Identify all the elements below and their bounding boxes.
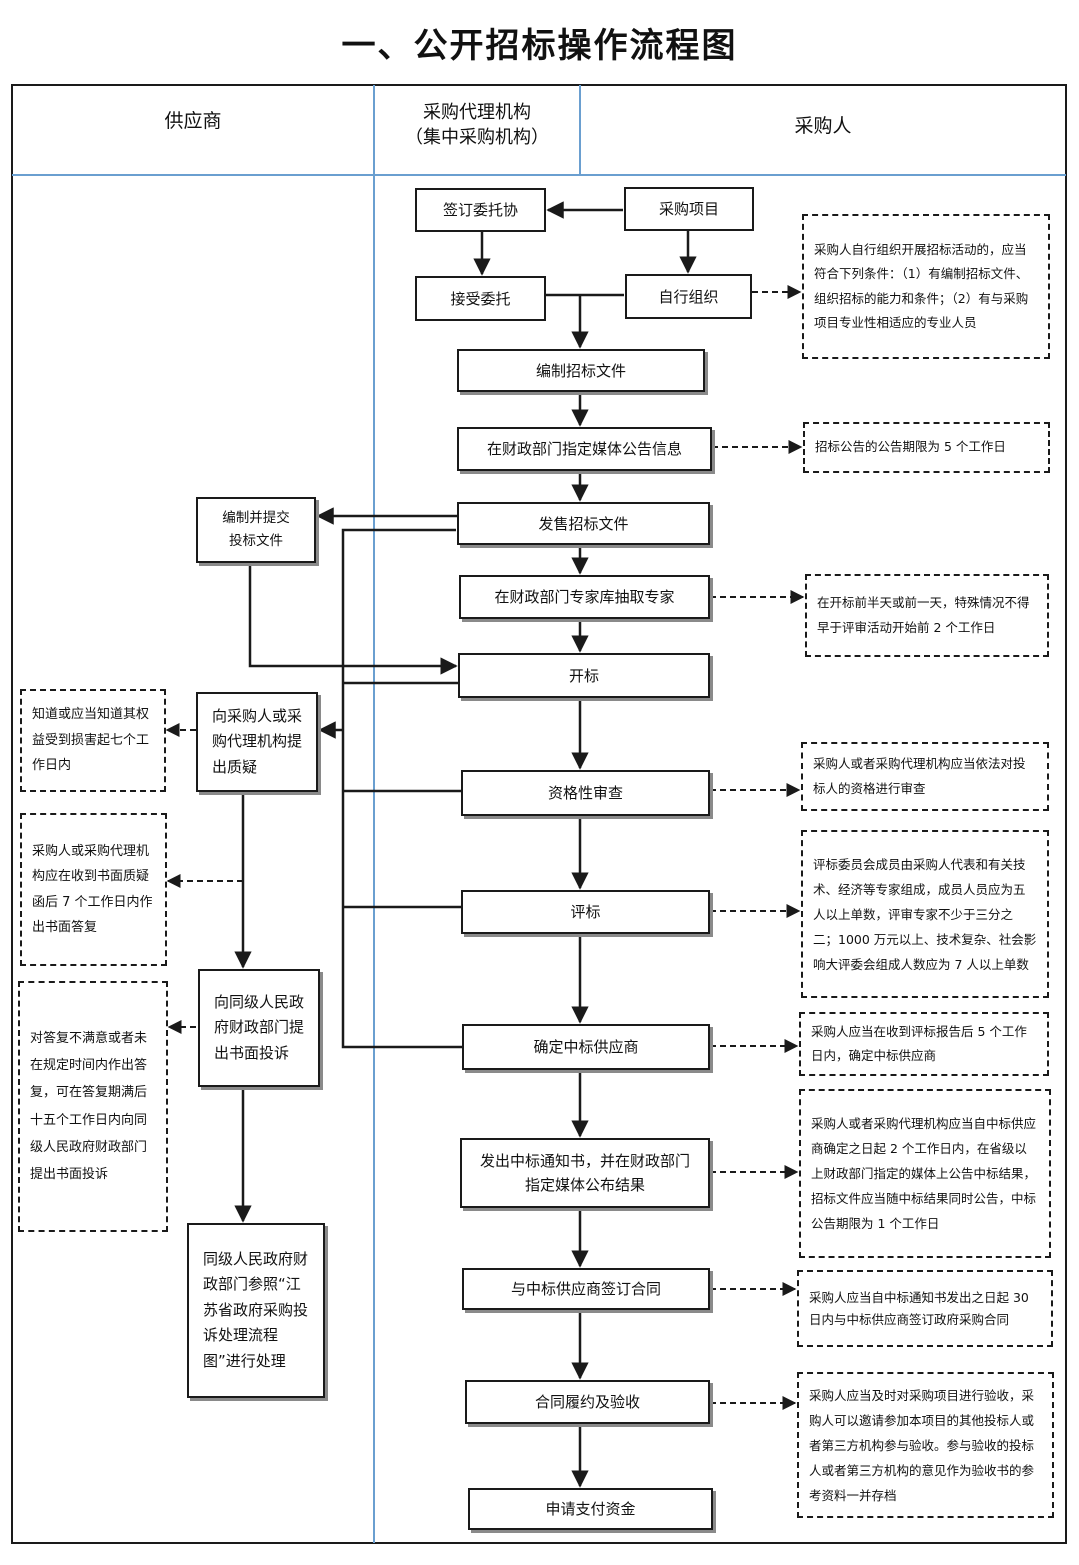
box-qualification: 资格性审查: [461, 770, 710, 816]
note-winner-deadline: 采购人应当在收到评标报告后 5 个工作日内，确定中标供应商: [799, 1012, 1049, 1076]
diagram-frame: [11, 84, 1067, 1544]
lane-agency: 采购代理机构 （集中采购机构）: [374, 100, 580, 150]
page-title: 一、公开招标操作流程图: [341, 26, 738, 66]
lane-purchaser: 采购人: [794, 115, 852, 137]
box-purchase-project: 采购项目: [624, 187, 754, 231]
lane-supplier: 供应商: [164, 110, 222, 132]
note-publish: 采购人或者采购代理机构应当自中标供应商确定之日起 2 个工作日内，在省级以上财政…: [799, 1089, 1051, 1258]
box-open-bid: 开标: [458, 653, 710, 698]
box-raise-query: 向采购人或采购代理机构提出质疑: [196, 692, 318, 792]
box-sign-entrust: 签订委托协: [415, 188, 546, 232]
box-acceptance: 合同履约及验收: [465, 1380, 710, 1424]
note-complaint-deadline: 对答复不满意或者未在规定时间内作出答复，可在答复期满后十五个工作日内向同级人民政…: [18, 981, 168, 1232]
line-query-bus: [341, 528, 462, 1049]
note-acceptance: 采购人应当及时对采购项目进行验收，采购人可以邀请参加本项目的其他投标人或者第三方…: [797, 1372, 1054, 1518]
box-notice: 发出中标通知书，并在财政部门指定媒体公布结果: [460, 1138, 710, 1208]
arrow-prepare-to-open: [248, 563, 458, 675]
box-accept-entrust: 接受委托: [415, 276, 546, 321]
note-expert-timing: 在开标前半天或前一天，特殊情况不得早于评审活动开始前 2 个工作日: [805, 574, 1049, 657]
box-evaluate: 评标: [461, 890, 710, 934]
box-complaint: 向同级人民政府财政部门提出书面投诉: [198, 969, 320, 1087]
lane-agency-line1: 采购代理机构: [423, 102, 531, 123]
box-announce: 在财政部门指定媒体公告信息: [457, 427, 712, 471]
note-announce-period: 招标公告的公告期限为 5 个工作日: [803, 422, 1050, 473]
box-prepare-bid: 编制并提交投标文件: [196, 497, 316, 563]
note-committee: 评标委员会成员由采购人代表和有关技术、经济等专家组成，成员人员应为五人以上单数，…: [801, 830, 1049, 998]
box-determine-winner: 确定中标供应商: [462, 1024, 710, 1070]
box-self-organize: 自行组织: [625, 274, 752, 319]
box-sign-contract: 与中标供应商签订合同: [462, 1268, 710, 1310]
box-payment: 申请支付资金: [468, 1488, 713, 1530]
lane-agency-line2: （集中采购机构）: [405, 127, 549, 149]
note-contract: 采购人应当自中标通知书发出之日起 30 日内与中标供应商签订政府采购合同: [797, 1270, 1053, 1347]
box-sell-docs: 发售招标文件: [457, 502, 710, 545]
note-self-org-conditions: 采购人自行组织开展招标活动的，应当符合下列条件：（1）有编制招标文件、组织招标的…: [802, 214, 1050, 359]
box-handling: 同级人民政府财政部门参照“江苏省政府采购投诉处理流程图”进行处理: [187, 1223, 325, 1398]
box-compile-docs: 编制招标文件: [457, 349, 705, 392]
note-query-deadline: 知道或应当知道其权益受到损害起七个工作日内: [20, 689, 166, 792]
note-qualification: 采购人或者采购代理机构应当依法对投标人的资格进行审查: [801, 742, 1049, 811]
note-reply-deadline: 采购人或采购代理机构应在收到书面质疑函后 7 个工作日内作出书面答复: [20, 813, 167, 966]
box-draw-experts: 在财政部门专家库抽取专家: [459, 575, 710, 619]
